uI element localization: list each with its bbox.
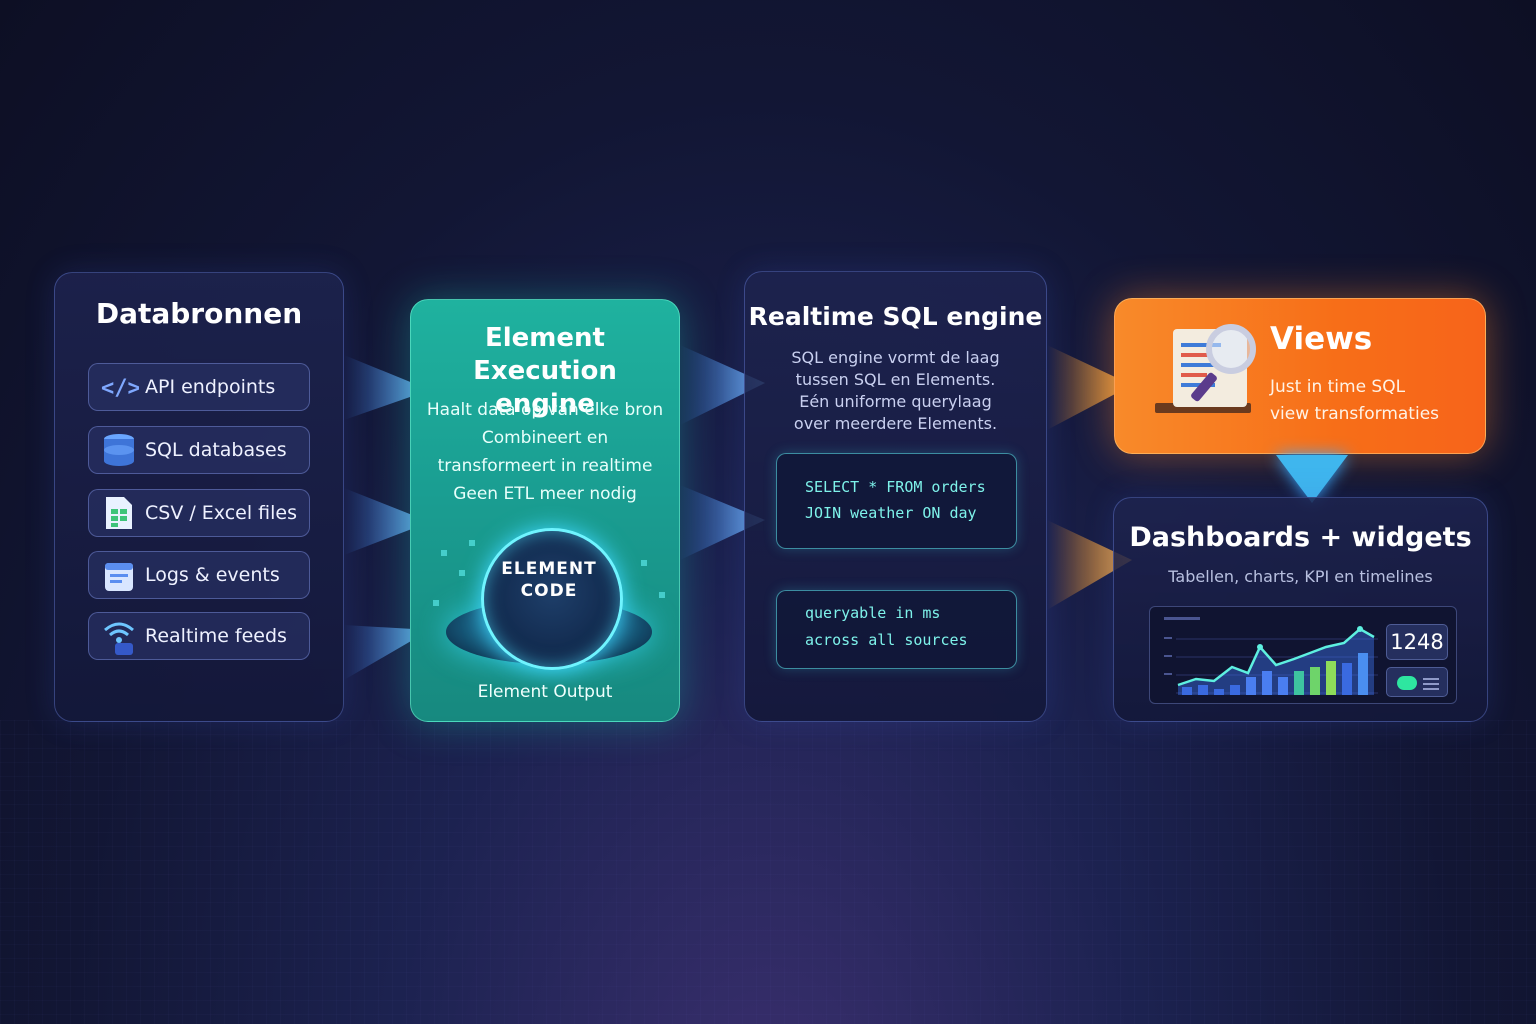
database-icon <box>99 432 139 468</box>
sql-panel: Realtime SQL engine SQL engine vormt de … <box>744 271 1047 722</box>
engine-line: Haalt data op van elke bron <box>426 400 664 420</box>
svg-text:</>: </> <box>101 376 139 400</box>
sql-query-box: SELECT * FROM orders JOIN weather ON day <box>776 453 1017 549</box>
mini-dashboard: 1248 <box>1149 606 1457 704</box>
arrow-engine-sql-2 <box>680 485 765 560</box>
source-label: SQL databases <box>145 439 287 461</box>
views-panel: Views Just in time SQL view transformati… <box>1114 298 1486 454</box>
log-icon <box>99 557 139 593</box>
code-line: across all sources <box>805 631 968 649</box>
code-line: JOIN weather ON day <box>805 504 977 522</box>
engine-title: Element Execution engine <box>411 322 679 421</box>
engine-title-line2: engine <box>495 389 595 419</box>
element-code-line2: CODE <box>520 581 578 601</box>
source-label: API endpoints <box>145 376 276 398</box>
sql-desc-line: tussen SQL en Elements. <box>795 370 996 389</box>
arrow-sources-engine-2 <box>344 488 430 555</box>
sql-note-box: queryable in ms across all sources <box>776 590 1017 669</box>
background-grid <box>0 720 1536 1024</box>
code-line: SELECT * FROM orders <box>805 478 986 496</box>
source-item-csv[interactable]: CSV / Excel files <box>88 489 310 537</box>
arrow-sql-dashboards <box>1047 520 1132 610</box>
wifi-icon <box>99 618 139 655</box>
dashboards-title: Dashboards + widgets <box>1129 522 1472 553</box>
views-to-dashboards-pointer <box>1276 455 1348 503</box>
views-sub-line1: Just in time SQL <box>1270 377 1406 397</box>
menu-lines-icon <box>1423 678 1439 680</box>
element-output-label: Element Output <box>477 682 613 702</box>
engine-title-line1: Element Execution <box>473 323 617 386</box>
sql-desc-line: over meerdere Elements. <box>793 414 998 433</box>
source-item-realtime[interactable]: Realtime feeds <box>88 612 310 660</box>
arrow-engine-sql-1 <box>680 345 765 425</box>
engine-line: transformeert in realtime <box>437 456 653 476</box>
source-item-sql[interactable]: SQL databases <box>88 426 310 474</box>
element-code-line1: ELEMENT <box>501 559 597 579</box>
document-search-icon <box>1155 321 1263 425</box>
dashboards-panel: Dashboards + widgets Tabellen, charts, K… <box>1113 497 1488 722</box>
kpi-toggle[interactable] <box>1386 667 1448 697</box>
sources-title: Databronnen <box>95 297 303 330</box>
toggle-dot-icon <box>1397 676 1417 690</box>
arrow-sql-views <box>1047 345 1132 430</box>
code-icon: </> <box>99 369 139 405</box>
kpi-value: 1248 <box>1386 624 1448 660</box>
arrow-sources-engine-3 <box>344 625 430 680</box>
sql-desc-line: Eén uniforme querylaag <box>799 392 992 411</box>
engine-panel: Element Execution engine Haalt data op v… <box>410 299 680 722</box>
engine-line: Geen ETL meer nodig <box>453 484 637 504</box>
sources-panel: Databronnen </> API endpoints SQL databa… <box>54 272 344 722</box>
source-label: Logs & events <box>145 564 280 586</box>
source-label: Realtime feeds <box>145 625 287 647</box>
sql-title: Realtime SQL engine <box>748 302 1043 331</box>
element-core-disc <box>481 528 623 670</box>
engine-line: Combineert en <box>481 428 609 448</box>
sql-desc-line: SQL engine vormt de laag <box>791 348 1000 367</box>
element-code-label: ELEMENT CODE <box>481 558 617 602</box>
source-item-api[interactable]: </> API endpoints <box>88 363 310 411</box>
spreadsheet-icon <box>99 495 139 531</box>
views-title: Views <box>1270 321 1373 357</box>
dashboards-sub: Tabellen, charts, KPI en timelines <box>1168 567 1433 586</box>
mini-chart <box>1164 617 1378 695</box>
code-line: queryable in ms <box>805 604 941 622</box>
views-sub-line2: view transformaties <box>1270 404 1440 424</box>
source-label: CSV / Excel files <box>145 502 298 524</box>
arrow-sources-engine-1 <box>344 355 430 420</box>
source-item-logs[interactable]: Logs & events <box>88 551 310 599</box>
